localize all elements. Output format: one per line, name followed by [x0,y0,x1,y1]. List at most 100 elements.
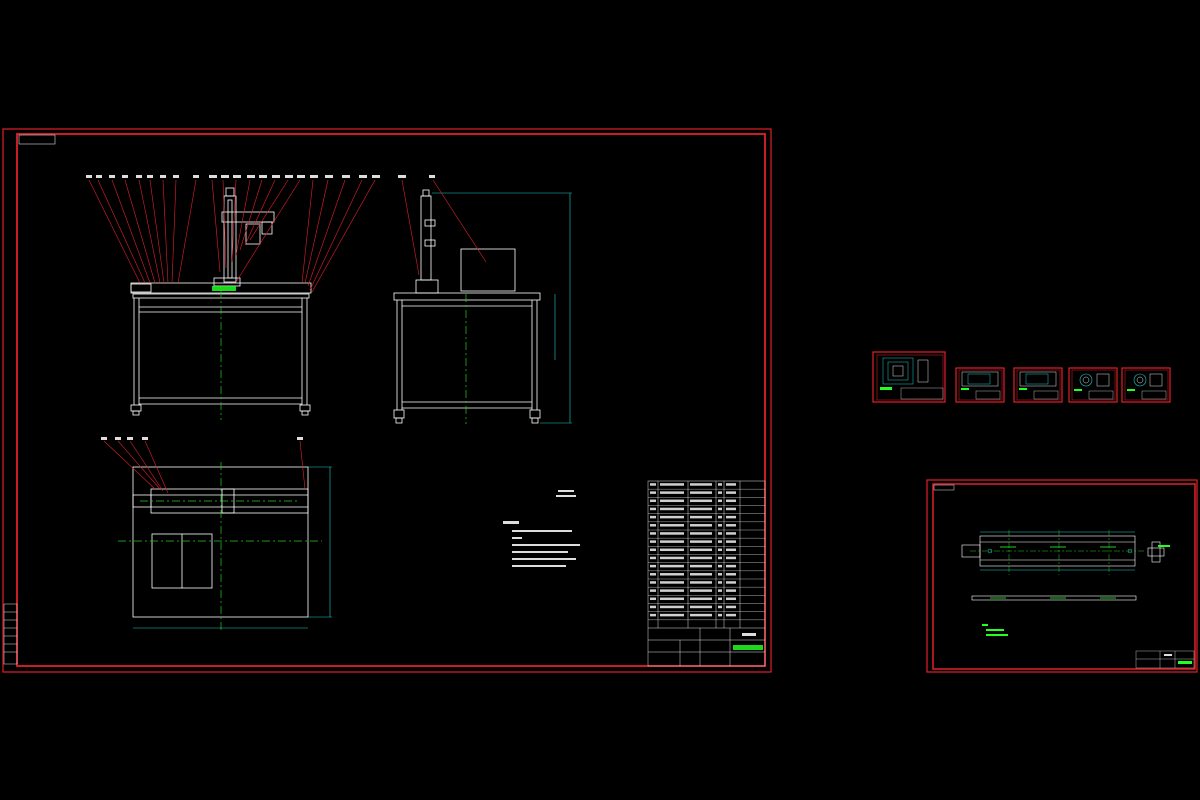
front-view-highlight [212,286,236,291]
bom-cell-text [650,581,656,584]
sheet-code-box [18,134,56,145]
bom-cell-text [690,515,712,519]
front-view [130,187,312,416]
bom-cell-text [660,605,684,609]
bom-cell-text [718,507,722,511]
bom-cell-text [718,499,722,503]
top-view-dimension [133,466,332,629]
bom-cell-text [650,499,656,503]
bom-cell-text [690,581,712,584]
bom-cell-text [660,564,684,568]
bom-cell-text [718,556,722,560]
bom-cell-text [660,589,684,592]
bom-cell-text [726,605,736,609]
bom-cell-text [650,483,656,486]
bom-cell-text [726,573,736,576]
bom-cell-text [650,532,656,535]
bom-cell-text [718,532,722,535]
bom-cell-text [660,507,684,511]
bom-cell-text [718,483,722,486]
bom-cell-text [726,540,736,543]
bom-cell-text [660,483,684,486]
thumb-sheet-4[interactable] [1068,367,1118,403]
bom-cell-text [718,581,722,584]
revision-strip [3,603,18,665]
bom-cell-text [726,613,736,617]
part-rail-view [961,535,1137,601]
bom-cell-text [690,524,712,527]
top-view-centerlines [118,462,322,630]
part-title-block [1135,650,1195,669]
bom-cell-text [718,548,722,552]
bom-cell-text [718,540,722,543]
bom-cell-text [660,556,684,560]
title-block-part-label [742,633,756,636]
bom-cell-text [718,524,722,527]
bom-cell-text [690,483,712,486]
top-view-leaders [103,440,306,494]
bom-cell-text [726,491,736,494]
bom-cell-text [690,532,712,535]
bom-cell-text [718,515,722,519]
thumb-sheet-3[interactable] [1013,367,1063,403]
bom-cell-text [690,573,712,576]
bom-cell-text [660,540,684,543]
bom-cell-text [650,605,656,609]
bom-cell-text [718,491,722,494]
title-block-name-highlight [733,645,763,650]
bom-cell-text [726,483,736,486]
top-view [132,466,309,618]
bom-cell-text [650,491,656,494]
bom-cell-text [718,605,722,609]
bom-cell-text [718,597,722,601]
bom-cell-text [650,540,656,543]
bom-cell-text [690,548,712,552]
bom-cell-text [726,564,736,568]
bom-cell-text [690,499,712,503]
bom-cell-text [660,491,684,494]
bom-cell-text [726,548,736,552]
thumb-sheet-5[interactable] [1121,367,1171,403]
bom-cell-text [660,532,684,535]
bom-cell-text [660,548,684,552]
side-view-leaders [401,179,487,276]
bom-cell-text [650,548,656,552]
bom-cell-text [650,597,656,601]
bom-cell-text [650,507,656,511]
bom-cell-text [660,581,684,584]
technical-notes [503,490,580,567]
bom-cell-text [660,613,684,617]
bom-cell-text [660,499,684,503]
part-detail-sheet[interactable] [926,479,1198,673]
bom-cell-text [650,556,656,560]
side-view [393,189,541,424]
bom-cell-text [650,515,656,519]
side-view-dimension [432,192,572,424]
bom-cell-text [726,597,736,601]
bom-cell-text [726,556,736,560]
bom-cell-text [690,507,712,511]
part-end-view [1147,541,1165,563]
bom-cell-text [650,573,656,576]
bom-cell-text [726,532,736,535]
bom-cell-text [690,613,712,617]
bom-cell-text [690,564,712,568]
bom-cell-text [660,573,684,576]
bom-cell-text [726,524,736,527]
bom-cell-text [726,581,736,584]
bom-cell-text [690,605,712,609]
front-view-balloons [86,175,380,178]
bom-cell-text [650,524,656,527]
top-view-balloons [101,437,303,440]
thumb-sheet-2[interactable] [955,367,1005,403]
bom-cell-text [690,597,712,601]
bom-cell-text [726,499,736,503]
bom-cell-text [690,491,712,494]
bom-cell-text [718,564,722,568]
bom-cell-text [718,573,722,576]
bom-cell-text [718,613,722,617]
thumb-sheet-1[interactable] [872,351,946,403]
sheet-inner-border [16,133,766,667]
bom-cell-text [690,556,712,560]
